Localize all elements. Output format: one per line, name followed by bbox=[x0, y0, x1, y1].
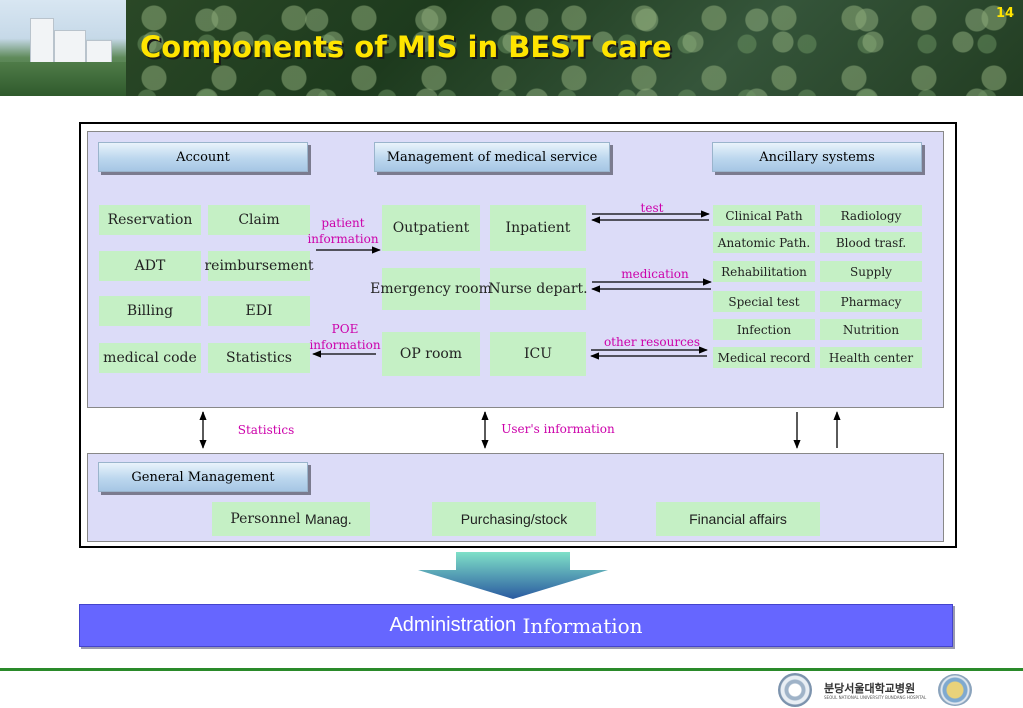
ancillary-nutrition: Nutrition bbox=[820, 319, 922, 340]
administration-information-bar: Administration Information bbox=[79, 604, 953, 647]
ancillary-anatomic-path: Anatomic Path. bbox=[713, 232, 815, 253]
account-reimbursement: reimbursement bbox=[204, 251, 314, 281]
hospital-logo-icon bbox=[938, 674, 972, 706]
ancillary-supply: Supply bbox=[820, 261, 922, 282]
ancillary-special-test: Special test bbox=[713, 291, 815, 312]
ancillary-health-center: Health center bbox=[820, 347, 922, 368]
account-header: Account bbox=[98, 142, 308, 172]
general-financial: Financial affairs bbox=[656, 502, 820, 536]
service-nurse-depart: Nurse depart. bbox=[488, 268, 588, 310]
service-op-room: OP room bbox=[382, 332, 480, 376]
hospital-name: 분당서울대학교병원 bbox=[824, 682, 916, 695]
medication-label: medication bbox=[621, 267, 689, 281]
ancillary-clinical-path: Clinical Path bbox=[713, 205, 815, 226]
ancillary-radiology: Radiology bbox=[820, 205, 922, 226]
other-resources-label: other resources bbox=[603, 335, 701, 349]
funnel-arrow-icon bbox=[418, 552, 608, 599]
account-claim: Claim bbox=[208, 205, 310, 235]
account-billing: Billing bbox=[99, 296, 201, 326]
account-medical-code: medical code bbox=[99, 343, 201, 373]
page-number: 14 bbox=[996, 6, 1015, 21]
account-reservation: Reservation bbox=[99, 205, 201, 235]
account-adt: ADT bbox=[99, 251, 201, 281]
medical-service-header: Management of medical service bbox=[374, 142, 610, 172]
general-management-header: General Management bbox=[98, 462, 308, 492]
patient-information-label: patient information bbox=[307, 216, 379, 246]
footer-rule bbox=[0, 668, 1023, 671]
ancillary-pharmacy: Pharmacy bbox=[820, 291, 922, 312]
general-purchasing: Purchasing/stock bbox=[432, 502, 596, 536]
hospital-name-en: SEOUL NATIONAL UNIVERSITY BUNDANG HOSPIT… bbox=[824, 695, 927, 700]
poe-information-label: POE information bbox=[309, 322, 381, 352]
ancillary-medical-record: Medical record bbox=[713, 347, 815, 368]
ancillary-infection: Infection bbox=[713, 319, 815, 340]
header-banner bbox=[0, 0, 1023, 96]
account-edi: EDI bbox=[208, 296, 310, 326]
ancillary-blood-trasf: Blood trasf. bbox=[820, 232, 922, 253]
general-personnel: Personnel Manag. bbox=[212, 502, 370, 536]
users-information-label: User's information bbox=[501, 422, 615, 436]
account-statistics: Statistics bbox=[208, 343, 310, 373]
service-icu: ICU bbox=[490, 332, 586, 376]
statistics-flow-label: Statistics bbox=[237, 423, 295, 437]
service-outpatient: Outpatient bbox=[382, 205, 480, 251]
hospital-photo bbox=[0, 0, 126, 96]
test-label: test bbox=[640, 201, 664, 215]
ancillary-rehabilitation: Rehabilitation bbox=[713, 261, 815, 282]
slide-title: Components of MIS in BEST care bbox=[140, 30, 672, 64]
service-inpatient: Inpatient bbox=[490, 205, 586, 251]
service-emergency-room: Emergency room bbox=[370, 268, 492, 310]
ancillary-header: Ancillary systems bbox=[712, 142, 922, 172]
university-seal-icon bbox=[778, 673, 812, 707]
